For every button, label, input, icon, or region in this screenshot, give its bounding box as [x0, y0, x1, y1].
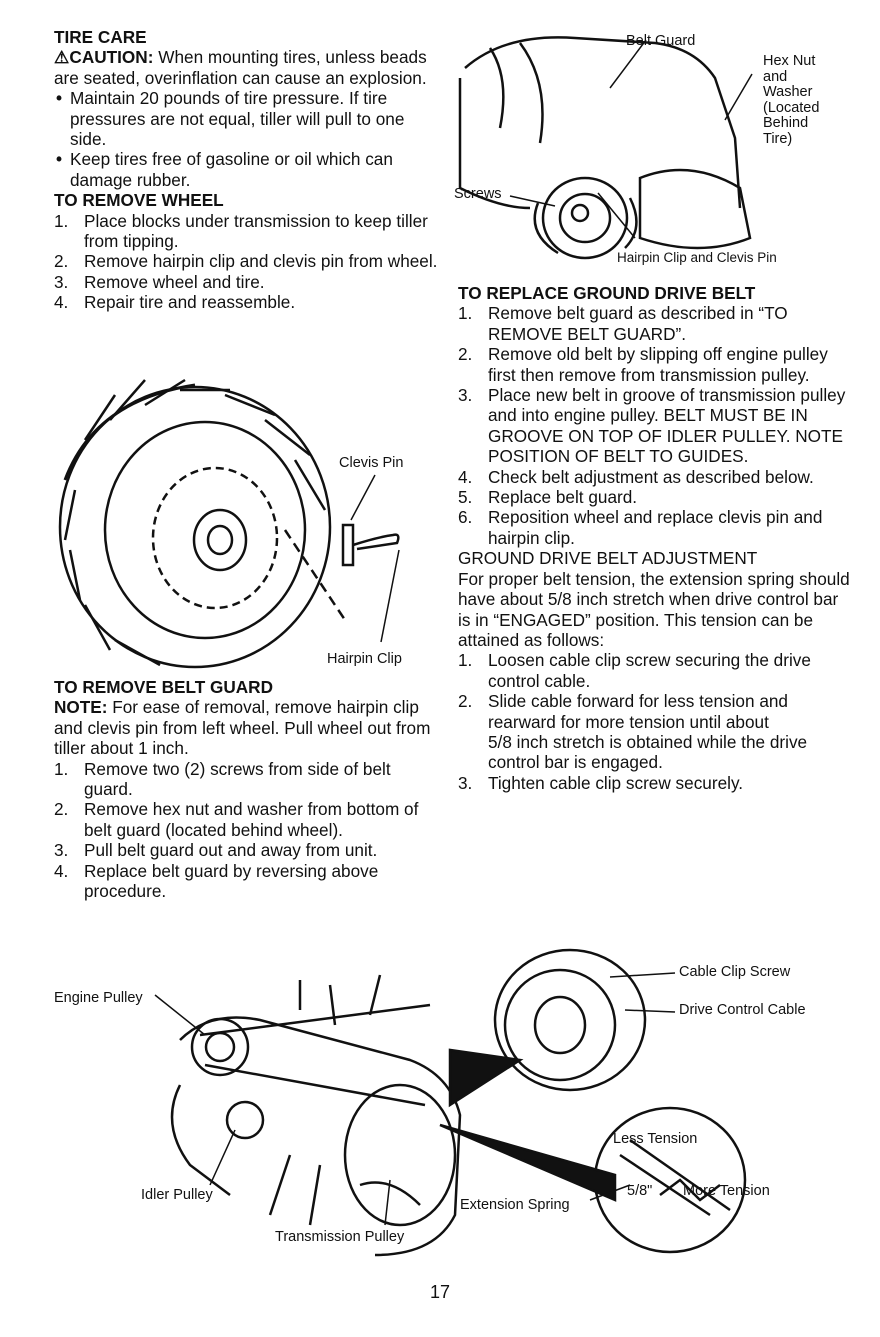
extension-spring-label: Extension Spring	[460, 1197, 570, 1213]
adjustment-paragraph: For proper belt tension, the extension s…	[458, 568, 850, 650]
left-column: TIRE CARE ⚠CAUTION: When mounting tires,…	[54, 27, 440, 313]
replace-belt-steps: 1.Remove belt guard as described in “TO …	[458, 303, 850, 548]
adjustment-heading: GROUND DRIVE BELT ADJUSTMENT	[458, 548, 758, 569]
belt-guard-steps: 1.Remove two (2) screws from side of bel…	[54, 759, 440, 902]
list-item: 2.Remove hairpin clip and clevis pin fro…	[54, 251, 438, 272]
tire-care-heading: TIRE CARE	[54, 27, 147, 47]
list-item: 6.Reposition wheel and replace clevis pi…	[458, 507, 823, 548]
list-item: •Maintain 20 pounds of tire pressure. If…	[56, 88, 405, 150]
wheel-figure	[58, 378, 400, 669]
remove-wheel-steps: 1.Place blocks under transmission to kee…	[54, 211, 440, 313]
caution-icon: ⚠	[54, 47, 70, 68]
list-item: 5.Replace belt guard.	[458, 487, 638, 508]
note-text: For ease of removal, remove hairpin clip…	[54, 697, 431, 759]
more-tension-label: More Tension	[683, 1183, 770, 1199]
hairpin-clevis-label: Hairpin Clip and Clevis Pin	[617, 250, 777, 265]
list-item: 1.Remove belt guard as described in “TO …	[458, 303, 788, 344]
caution-label: CAUTION:	[69, 47, 154, 68]
list-item: 2.Remove old belt by slipping off engine…	[458, 344, 828, 385]
list-item: 4.Replace belt guard by reversing above …	[54, 860, 379, 902]
list-item: 4.Repair tire and reassemble.	[54, 292, 296, 313]
clevis-pin-label: Clevis Pin	[339, 455, 404, 471]
five-eighths-label: 5/8"	[627, 1183, 653, 1199]
list-item: 3.Remove wheel and tire.	[54, 271, 265, 292]
list-item: 2.Slide cable forward for less tension a…	[458, 691, 808, 773]
idler-pulley-label: Idler Pulley	[141, 1187, 213, 1203]
caution-text: When mounting tires, unless beads are se…	[54, 47, 427, 88]
drive-belt-figure	[154, 948, 747, 1257]
hex-nut-label: Hex Nut and Washer (Located Behind Tire)	[763, 53, 820, 147]
drive-control-cable-label: Drive Control Cable	[679, 1002, 806, 1018]
list-item: 2.Remove hex nut and washer from bottom …	[54, 799, 419, 840]
list-item: 1.Remove two (2) screws from side of bel…	[54, 758, 391, 800]
hairpin-clip-label: Hairpin Clip	[327, 651, 402, 667]
tire-care-list: •Maintain 20 pounds of tire pressure. If…	[54, 88, 440, 190]
list-item: 1.Place blocks under transmission to kee…	[54, 210, 428, 252]
note-label: NOTE:	[54, 697, 108, 718]
transmission-pulley-label: Transmission Pulley	[275, 1229, 405, 1245]
list-item: 3.Pull belt guard out and away from unit…	[54, 840, 378, 861]
list-item: 4.Check belt adjustment as described bel…	[458, 466, 814, 487]
cable-clip-screw-label: Cable Clip Screw	[679, 964, 791, 980]
note-paragraph: NOTE: For ease of removal, remove hairpi…	[54, 697, 440, 758]
belt-guard-figure	[458, 36, 753, 260]
less-tension-label: Less Tension	[613, 1131, 698, 1147]
replace-belt-heading: TO REPLACE GROUND DRIVE BELT	[458, 283, 756, 303]
list-item: 3.Tighten cable clip screw securely.	[458, 772, 744, 793]
adjustment-steps: 1.Loosen cable clip screw securing the d…	[458, 650, 850, 793]
list-item: 3.Place new belt in groove of transmissi…	[458, 385, 846, 467]
engine-pulley-label: Engine Pulley	[54, 990, 143, 1006]
remove-wheel-heading: TO REMOVE WHEEL	[54, 190, 224, 211]
page-number: 17	[429, 1282, 451, 1302]
right-column: TO REPLACE GROUND DRIVE BELT 1.Remove be…	[458, 283, 850, 793]
belt-guard-label: Belt Guard	[626, 33, 696, 49]
caution-paragraph: ⚠CAUTION: When mounting tires, unless be…	[54, 47, 440, 88]
belt-guard-section: TO REMOVE BELT GUARD NOTE: For ease of r…	[54, 677, 440, 901]
remove-belt-guard-heading: TO REMOVE BELT GUARD	[54, 677, 273, 697]
screws-label: Screws	[454, 186, 502, 202]
list-item: •Keep tires free of gasoline or oil whic…	[56, 149, 393, 190]
list-item: 1.Loosen cable clip screw securing the d…	[458, 650, 811, 691]
